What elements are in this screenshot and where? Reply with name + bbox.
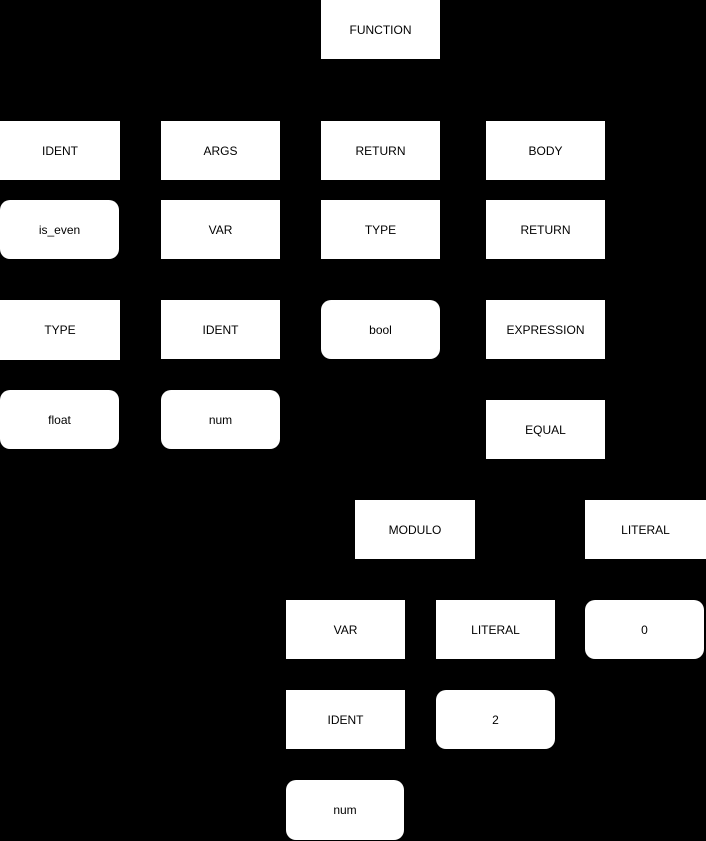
tree-node-ident-3: IDENT: [286, 690, 405, 749]
tree-node-bool: bool: [321, 300, 440, 359]
tree-node-type-1: TYPE: [0, 300, 120, 360]
tree-node-label: LITERAL: [471, 622, 520, 637]
tree-node-num-2: num: [286, 780, 404, 840]
tree-node-label: ARGS: [203, 143, 238, 158]
tree-node-ident-2: IDENT: [161, 300, 280, 359]
tree-node-return-1: RETURN: [321, 121, 440, 180]
tree-node-label: EQUAL: [525, 422, 566, 437]
tree-node-label: RETURN: [520, 222, 571, 237]
tree-node-label: VAR: [333, 622, 358, 637]
tree-node-label: is_even: [38, 222, 81, 237]
tree-node-label: BODY: [528, 143, 563, 158]
tree-node-label: EXPRESSION: [506, 322, 585, 337]
tree-node-num-1: num: [161, 390, 280, 449]
tree-node-label: RETURN: [355, 143, 406, 158]
tree-node-literal-1: LITERAL: [585, 500, 706, 559]
tree-node-float: float: [0, 390, 119, 449]
tree-node-is-even: is_even: [0, 200, 119, 259]
tree-node-function: FUNCTION: [321, 0, 440, 59]
tree-node-type-2: TYPE: [321, 200, 440, 259]
tree-node-label: TYPE: [44, 323, 76, 337]
tree-node-literal-2: LITERAL: [436, 600, 555, 659]
tree-node-label: float: [48, 412, 71, 427]
tree-node-ident-1: IDENT: [0, 121, 120, 180]
tree-node-var-1: VAR: [161, 200, 280, 259]
tree-node-label: LITERAL: [621, 522, 670, 537]
tree-node-label: num: [208, 412, 233, 427]
tree-node-body: BODY: [486, 121, 605, 180]
tree-node-args: ARGS: [161, 121, 280, 180]
tree-node-label: TYPE: [364, 222, 397, 237]
tree-node-label: IDENT: [202, 322, 239, 337]
tree-node-two: 2: [436, 690, 555, 749]
tree-node-label: IDENT: [42, 143, 78, 158]
tree-node-label: bool: [369, 322, 392, 337]
tree-node-label: 0: [641, 622, 648, 637]
tree-node-zero: 0: [585, 600, 704, 659]
tree-node-label: 2: [492, 712, 499, 727]
tree-node-label: FUNCTION: [349, 22, 412, 37]
tree-node-label: IDENT: [327, 712, 364, 727]
tree-node-expression: EXPRESSION: [486, 300, 605, 359]
tree-node-return-2: RETURN: [486, 200, 605, 259]
tree-node-label: MODULO: [388, 522, 442, 537]
tree-node-equal: EQUAL: [486, 400, 605, 459]
tree-node-label: num: [333, 803, 357, 817]
tree-node-modulo: MODULO: [355, 500, 475, 559]
tree-node-label: VAR: [208, 222, 233, 237]
tree-node-var-2: VAR: [286, 600, 405, 659]
